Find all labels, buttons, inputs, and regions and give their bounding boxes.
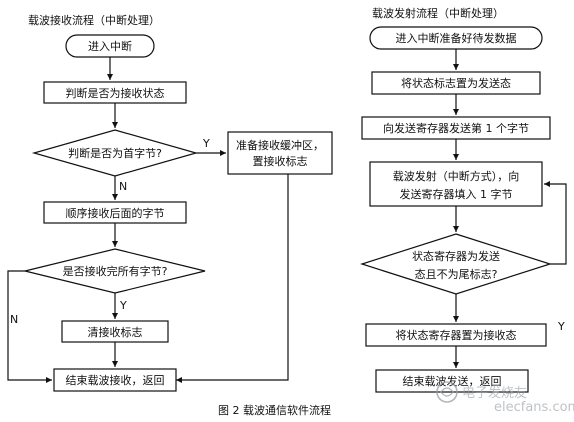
left-yes-first-label: Y [202,137,210,150]
right-end-label: 结束载波发送，返回 [403,374,502,388]
right-send-first-label: 向发送寄存器发送第 1 个字节 [383,121,529,135]
left-no-all-label: N [10,313,18,326]
watermark-icon [436,381,458,403]
right-send-line2: 发送寄存器填入 1 字节 [400,187,513,201]
left-clear-label: 清接收标志 [88,325,143,339]
left-prepare-box [227,131,333,175]
left-start-label: 进入中断 [88,39,132,53]
left-arrow-prepare-end [176,174,289,383]
watermark-logo: 电子发烧友 elecfans.com [436,381,574,415]
right-yes-label: Y [557,320,565,333]
left-no-first-label: N [119,180,127,193]
left-judge-label: 判断是否为接收状态 [66,86,165,100]
right-decision [360,233,552,295]
left-prepare-line1: 准备接收缓冲区， [236,138,324,152]
right-arrow-yes-loop [544,181,567,265]
right-set-state-label: 将状态标志置为发送态 [401,76,511,90]
left-end-box [53,368,177,392]
left-flow-title: 载波接收流程（中断处理） [28,13,160,27]
right-start-label: 进入中断准备好待发数据 [396,31,517,45]
watermark-icon-swirl [440,387,454,397]
watermark-site: elecfans.com [494,400,574,415]
right-send-line1: 载波发射（中断方式），向 [393,169,520,183]
left-decision-all-label: 是否接收完所有字节? [63,264,168,278]
left-arrow-no-all [7,270,52,383]
right-set-receive-label: 将状态寄存器置为接收态 [396,328,517,342]
right-send-box [369,161,543,207]
left-prepare-line2: 置接收标志 [253,154,308,168]
right-flow-title: 载波发射流程（中断处理） [372,6,504,20]
left-seq-label: 顺序接收后面的字节 [66,206,165,220]
figure-caption: 图 2 载波通信软件流程 [218,403,331,417]
right-decision-line1: 状态寄存器为发送 [412,249,500,263]
watermark-text: 电子发烧友 [462,385,527,401]
left-decision-first-label: 判断是否为首字节? [68,146,162,160]
left-end-label: 结束载波接收，返回 [66,373,165,387]
right-decision-line2: 态且不为尾标志? [415,267,498,281]
right-end-box [375,369,529,393]
left-yes-all-label: Y [119,299,127,312]
